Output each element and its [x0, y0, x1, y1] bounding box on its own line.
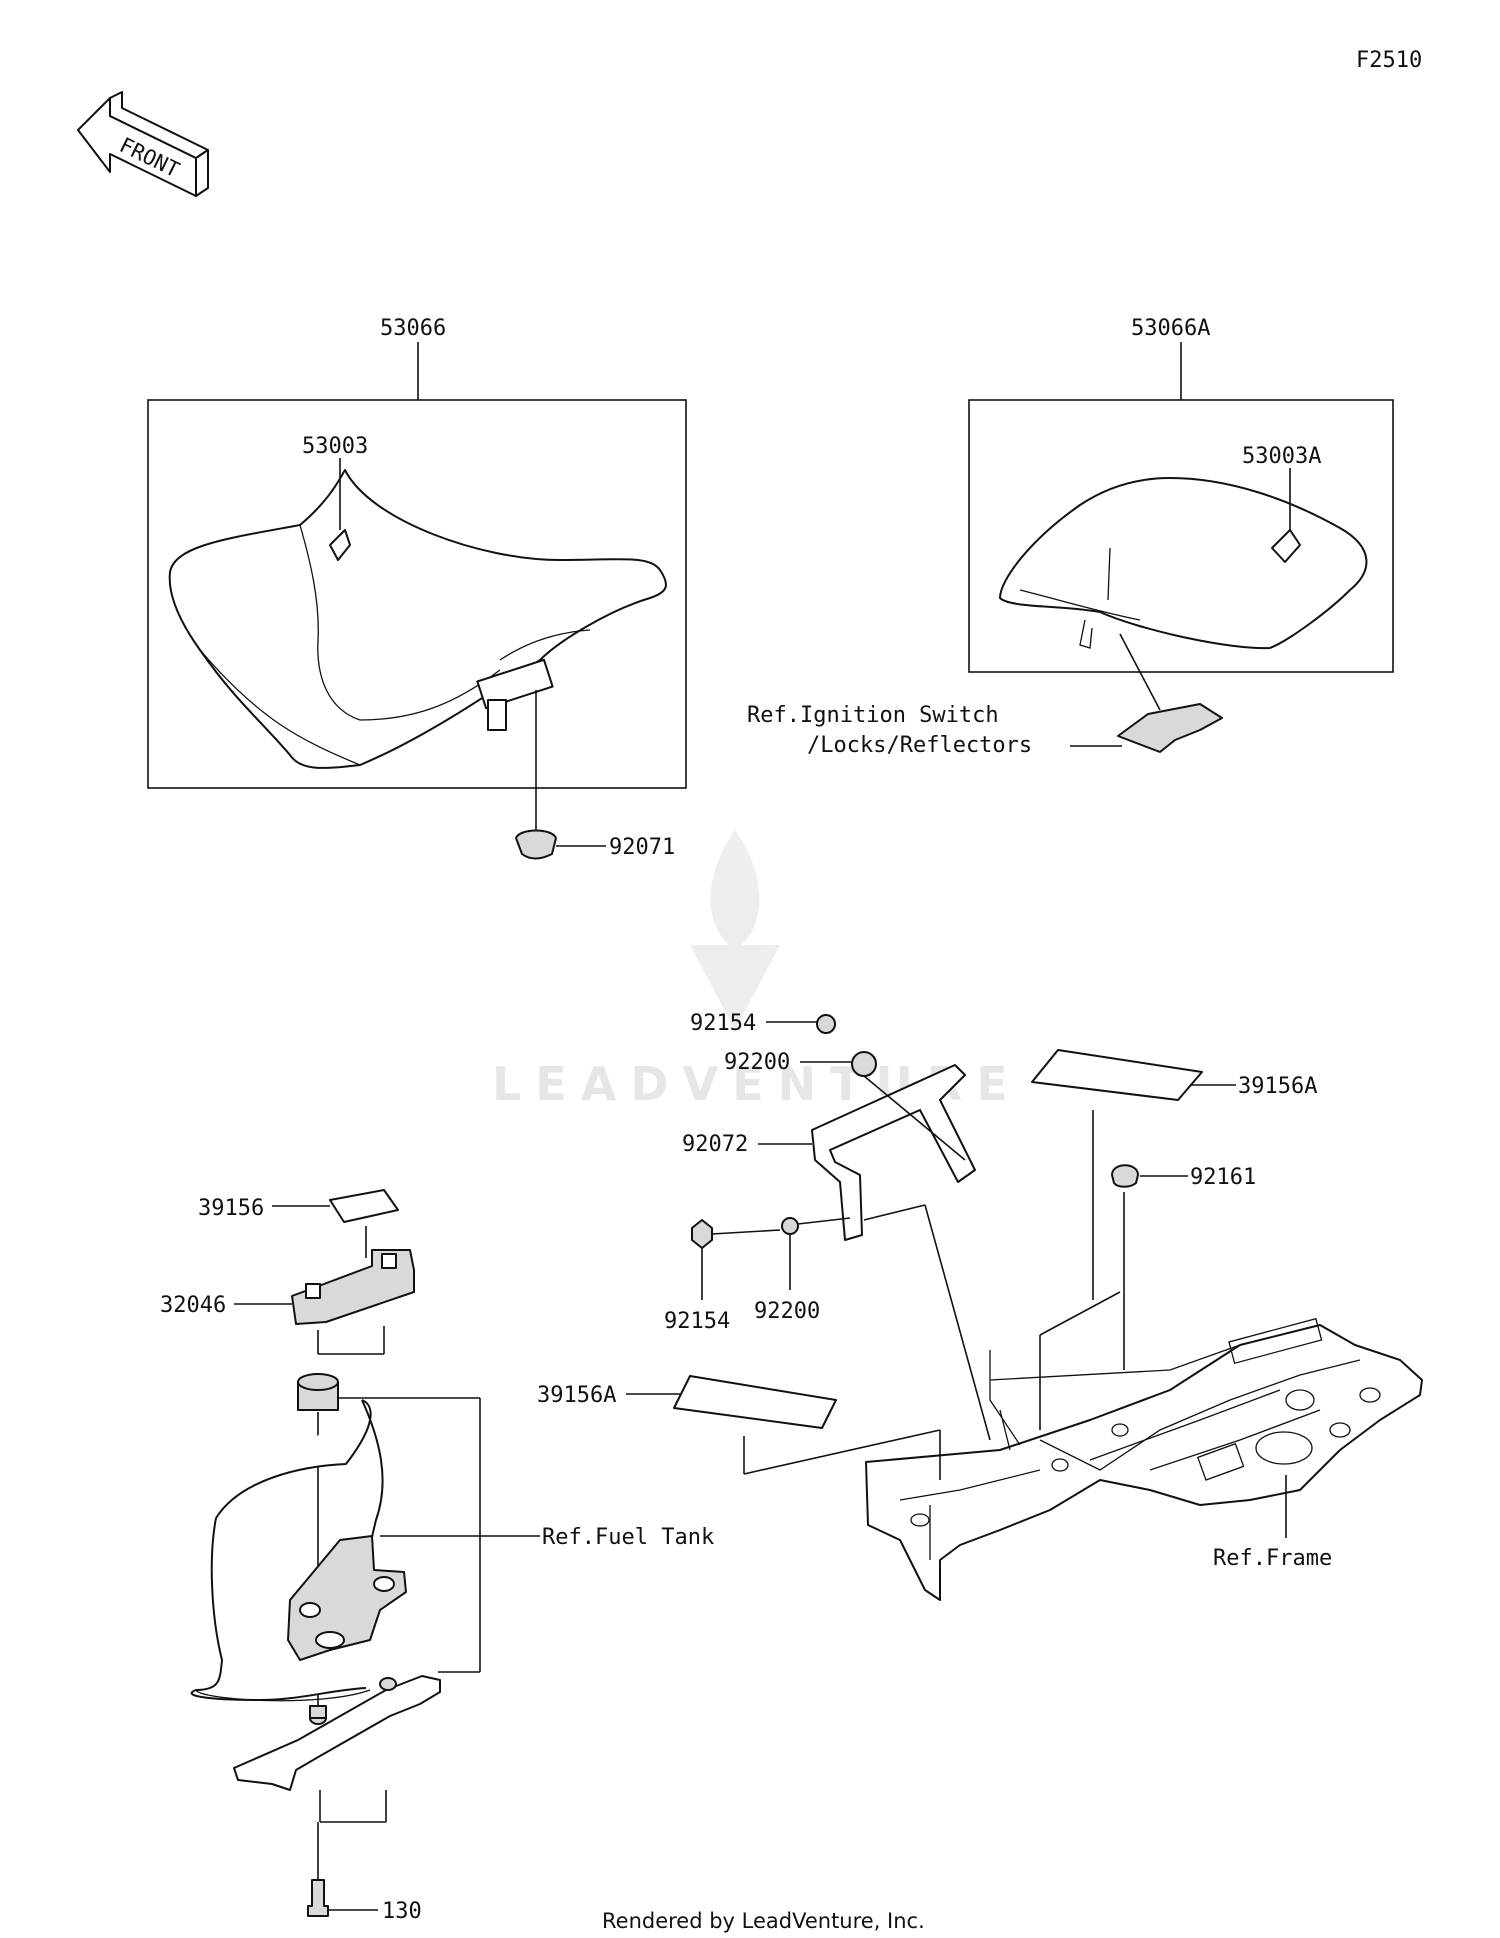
rider-seat-body — [168, 469, 667, 769]
pad-left-top-icon — [329, 1189, 399, 1223]
fuel-tank-group: 39156 32046 Ref.Fuel Tank — [160, 1189, 714, 1924]
label-53003A: 53003A — [1242, 444, 1321, 469]
bracket-group: 92154 92200 92072 92154 92200 — [664, 1011, 991, 1441]
front-arrow-icon: FRONT — [77, 91, 209, 197]
pad-right-group: 39156A 92161 — [1031, 1049, 1317, 1430]
label-92154-bottom: 92154 — [664, 1309, 730, 1334]
grommet-icon — [515, 829, 557, 860]
ignition-bracket-icon — [1117, 703, 1223, 753]
rider-seat-group: 53066 53003 92071 — [147, 316, 687, 860]
bolt-icon — [691, 1219, 713, 1249]
label-53066: 53066 — [380, 316, 446, 341]
nut-icon — [816, 1014, 836, 1034]
frame-group: Ref.Frame — [865, 1317, 1423, 1601]
pad-left-middle-icon — [673, 1375, 837, 1429]
pillion-seat-body — [999, 477, 1368, 650]
pillion-seat-box — [968, 399, 1394, 673]
washer-icon — [851, 1051, 877, 1077]
label-53003: 53003 — [302, 434, 368, 459]
label-39156A-right: 39156A — [1238, 1074, 1317, 1099]
figure-code: F2510 — [1356, 48, 1422, 73]
pad-right-icon — [1031, 1049, 1203, 1101]
tank-mount-icon — [287, 1535, 407, 1661]
label-ref-ignition-2: /Locks/Reflectors — [807, 733, 1032, 758]
label-92200-bottom: 92200 — [754, 1299, 820, 1324]
label-92071: 92071 — [609, 835, 675, 860]
label-92072: 92072 — [682, 1132, 748, 1157]
cap-icon — [1111, 1164, 1139, 1188]
screw-icon — [307, 1879, 329, 1917]
label-ref-frame: Ref.Frame — [1213, 1546, 1332, 1571]
pillion-seat-group: 53066A 53003A Ref.Ignition Switch /Locks… — [747, 316, 1394, 758]
label-130: 130 — [382, 1899, 422, 1924]
pad-left-middle-group: 39156A — [537, 1375, 941, 1480]
frame-icon — [865, 1324, 1423, 1601]
label-92161: 92161 — [1190, 1165, 1256, 1190]
label-39156: 39156 — [198, 1196, 264, 1221]
bracket-icon — [811, 1064, 976, 1241]
label-ref-ignition-1: Ref.Ignition Switch — [747, 703, 999, 728]
label-32046: 32046 — [160, 1293, 226, 1318]
washer-lower-icon — [781, 1217, 799, 1235]
label-53066A: 53066A — [1131, 316, 1210, 341]
label-92200-top: 92200 — [724, 1050, 790, 1075]
label-92154-top: 92154 — [690, 1011, 756, 1036]
rider-seat-box — [147, 399, 687, 789]
footer-credit: Rendered by LeadVenture, Inc. — [602, 1909, 925, 1933]
label-39156A-left: 39156A — [537, 1383, 616, 1408]
label-ref-fuel-tank: Ref.Fuel Tank — [542, 1525, 714, 1550]
